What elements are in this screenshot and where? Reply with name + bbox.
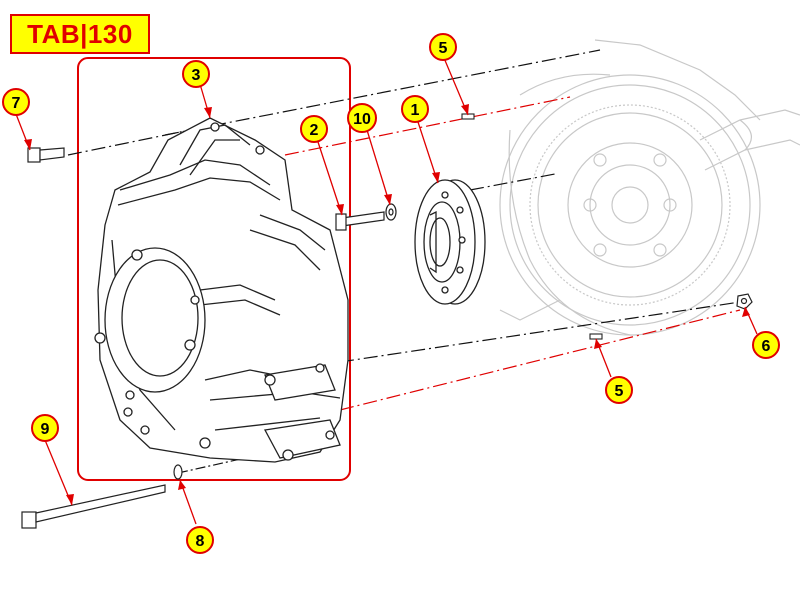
callout-10: 10 (347, 103, 377, 133)
callout-3: 3 (182, 60, 210, 88)
svg-text:3: 3 (192, 67, 201, 84)
svg-text:9: 9 (41, 421, 50, 438)
svg-text:1: 1 (411, 102, 420, 119)
washer-8 (173, 464, 183, 480)
svg-text:8: 8 (196, 533, 205, 550)
highlight-box (77, 57, 351, 481)
svg-text:10: 10 (353, 111, 371, 128)
svg-text:5: 5 (439, 40, 448, 57)
nut-6 (736, 293, 753, 310)
flywheel-housing (94, 117, 349, 463)
callout-5-top: 5 (429, 33, 457, 61)
leader-arrows (24, 104, 750, 505)
bolt-2 (335, 211, 385, 231)
callout-9: 9 (31, 414, 59, 442)
callout-7: 7 (2, 88, 30, 116)
bolt-7 (27, 147, 65, 163)
callout-2: 2 (300, 115, 328, 143)
svg-text:5: 5 (615, 383, 624, 400)
ghost-flywheel (499, 39, 800, 336)
callout-6: 6 (752, 331, 780, 359)
callout-1: 1 (401, 95, 429, 123)
callout-5-bottom: 5 (605, 376, 633, 404)
bolt-9 (21, 484, 166, 529)
callout-8: 8 (186, 526, 214, 554)
tab-label: TAB|130 (10, 14, 150, 54)
svg-text:6: 6 (762, 338, 771, 355)
svg-text:2: 2 (310, 122, 319, 139)
assembly-lines (67, 49, 741, 474)
hub-flange (414, 179, 486, 305)
svg-text:7: 7 (12, 95, 21, 112)
washer-10 (385, 203, 397, 221)
